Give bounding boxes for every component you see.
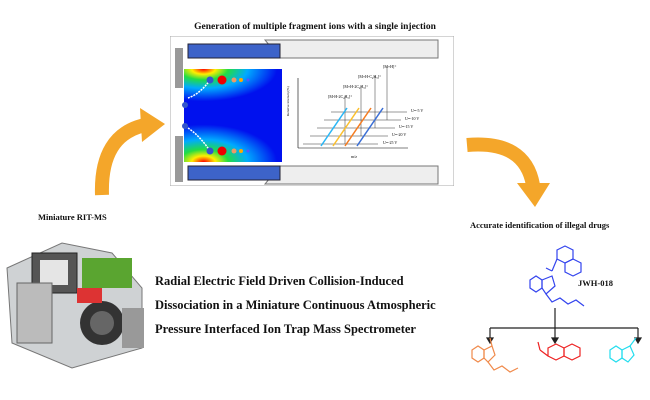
voltage-label: U=-25 V — [383, 140, 397, 145]
identification-label: Accurate identification of illegal drugs — [470, 220, 610, 230]
jwh-018-structure — [529, 245, 585, 307]
ion-trap-panel — [170, 36, 454, 186]
compound-name: JWH-018 — [578, 278, 613, 288]
curved-arrow-left-icon — [94, 108, 165, 196]
fragment-2-structure — [537, 341, 581, 361]
fragmentation-arrows — [485, 308, 643, 345]
paper-title-line: Dissociation in a Miniature Continuous A… — [155, 298, 436, 312]
figure-header: Generation of multiple fragment ions wit… — [194, 22, 436, 32]
ion-trajectories — [182, 75, 250, 156]
paper-title-line: Pressure Interfaced Ion Trap Mass Spectr… — [155, 322, 416, 336]
paper-title-line: Radial Electric Field Driven Collision-I… — [155, 274, 404, 288]
peak-label: [M+H-C₄H₉]⁺ — [358, 74, 381, 79]
voltage-label: U=-5 V — [411, 108, 423, 113]
curved-arrow-right-icon — [466, 137, 550, 207]
miniature-rit-ms-device — [6, 242, 144, 369]
device-label: Miniature RIT-MS — [38, 212, 107, 222]
peak-label: [M+H]⁺ — [383, 64, 396, 69]
voltage-label: U=-20 V — [392, 132, 406, 137]
peak-label: [M+H-2C₄H₉]⁺ — [343, 84, 368, 89]
fragment-1-structure — [471, 337, 519, 373]
fragmentation-scheme — [471, 245, 643, 373]
mass-spectrum-waterfall: Relative intensity(%) m/z [M+H]⁺ [M+H-C₄… — [286, 64, 423, 159]
peak-label: [M-H-2C₄H₉]⁺ — [328, 94, 352, 99]
voltage-label: U=-10 V — [405, 116, 419, 121]
spectrum-ylabel: Relative intensity(%) — [286, 85, 290, 116]
spectrum-xlabel: m/z — [351, 154, 357, 159]
electric-field-map — [184, 69, 282, 162]
voltage-label: U=-15 V — [399, 124, 413, 129]
fragment-3-structure — [609, 337, 637, 363]
